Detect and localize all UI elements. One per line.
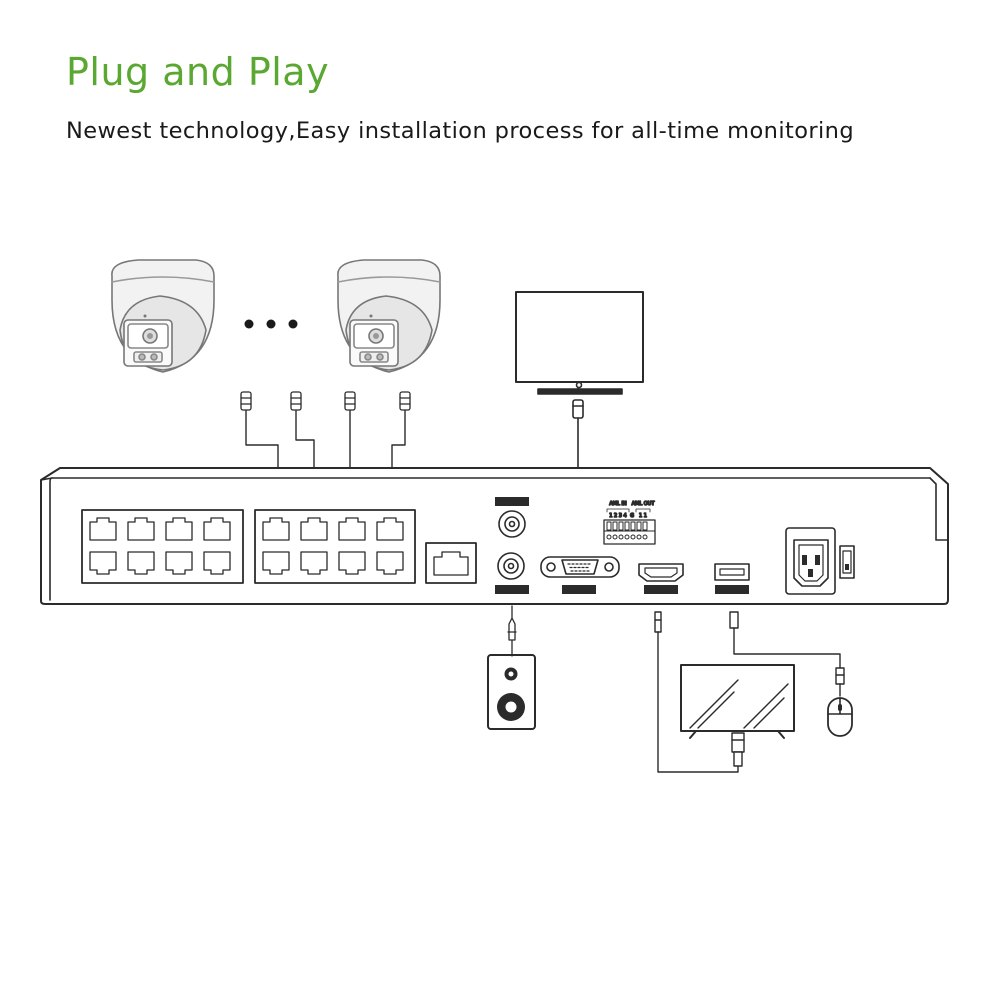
usb-label: USB2.0 [723,588,741,594]
page-subtitle: Newest technology,Easy installation proc… [66,118,855,144]
speaker-icon [487,654,536,730]
vga-label: VGA [574,588,585,594]
aml-g-label: G [630,513,634,519]
usb-port: USB2.0 [714,563,750,595]
poe-port-block-right [254,509,416,584]
aml-in-label: AML IN [609,501,627,507]
hdmi-cable [654,611,745,773]
ellipsis-icon [244,319,298,329]
aml-out-numbers: 1 1 [639,513,647,519]
mouse-icon [827,697,853,737]
hdmi-port: HDMI [638,563,684,595]
dome-camera-icon [111,259,215,373]
vga-port: VGA [540,556,620,595]
audio-cable [507,605,517,657]
alarm-terminal: AML IN AML OUT 1 2 3 4 G 1 1 [603,500,656,545]
power-switch-icon [839,545,855,579]
audio-in-label: AUDIO IN [500,588,523,594]
aml-in-numbers: 1 2 3 4 [609,513,627,519]
audio-out-label: AUDIO OUT [498,500,528,506]
poe-port-block-left [81,509,244,584]
page-title: Plug and Play [66,50,330,94]
usb-cable [729,611,845,697]
network-cables [245,409,406,489]
hdmi-label: HDMI [654,588,667,594]
audio-out-jack: AUDIO OUT [495,497,529,538]
lan-port [425,542,477,584]
aml-out-label: AML OUT [632,501,656,507]
monitor-icon [515,291,644,395]
rj45-port-icon [89,517,404,575]
tv-icon [680,664,795,739]
audio-in-jack: AUDIO IN [495,552,529,595]
dome-camera-icon [337,259,441,373]
power-socket-icon [785,527,836,595]
